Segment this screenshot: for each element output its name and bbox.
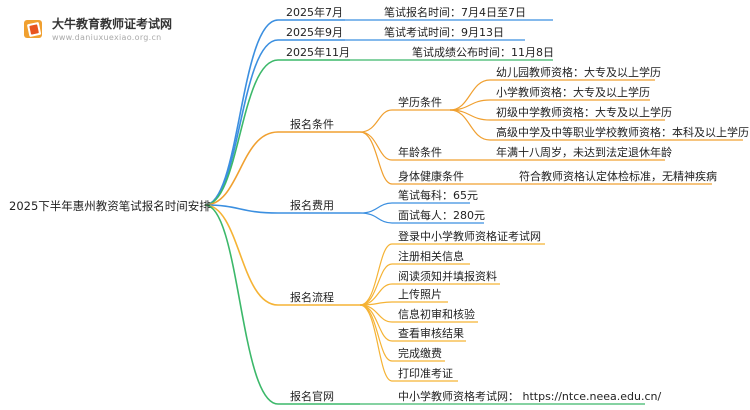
process-step-8: 打印准考证 <box>398 367 453 380</box>
education-item-1: 幼儿园教师资格：大专及以上学历 <box>496 66 661 79</box>
process-step-5: 信息初审和核验 <box>398 308 475 321</box>
health-text: 符合教师资格认定体检标准，无精神疾病 <box>519 170 717 183</box>
process-step-7: 完成缴费 <box>398 347 442 360</box>
fee-item-1: 笔试每科：65元 <box>398 189 478 202</box>
node-health: 身体健康条件 <box>398 170 464 183</box>
education-item-4: 高级中学及中等职业学校教师资格：本科及以上学历 <box>496 126 749 139</box>
education-item-2: 小学教师资格：大专及以上学历 <box>496 86 650 99</box>
education-item-3: 初级中学教师资格：大专及以上学历 <box>496 106 672 119</box>
timeline-date-2: 2025年9月 <box>286 26 343 39</box>
age-text: 年满十八周岁，未达到法定退休年龄 <box>496 146 672 159</box>
branch-fees: 报名费用 <box>290 199 334 212</box>
timeline-text-3: 笔试成绩公布时间：11月8日 <box>412 46 554 59</box>
logo-title: 大牛教育教师证考试网 <box>52 17 173 31</box>
root-node: 2025下半年惠州教资笔试报名时间安排 <box>9 199 211 213</box>
node-age: 年龄条件 <box>398 146 442 159</box>
process-step-1: 登录中小学教师资格证考试网 <box>398 230 541 243</box>
process-step-6: 查看审核结果 <box>398 327 464 340</box>
timeline-date-3: 2025年11月 <box>286 46 350 59</box>
branch-process: 报名流程 <box>290 291 334 304</box>
site-link[interactable]: 中小学教师资格考试网： https://ntce.neea.edu.cn/ <box>398 390 662 403</box>
process-step-2: 注册相关信息 <box>398 250 464 263</box>
process-step-3: 阅读须知并填报资料 <box>398 270 497 283</box>
process-step-4: 上传照片 <box>398 288 442 301</box>
timeline-date-1: 2025年7月 <box>286 6 343 19</box>
timeline-text-2: 笔试考试时间：9月13日 <box>384 26 504 39</box>
timeline-text-1: 笔试报名时间：7月4日至7日 <box>384 6 526 19</box>
logo-subtitle: www.daniuxuexiao.org.cn <box>52 33 162 42</box>
fee-item-2: 面试每人：280元 <box>398 209 485 222</box>
book-logo-icon <box>24 20 42 38</box>
node-education: 学历条件 <box>398 96 442 109</box>
branch-conditions: 报名条件 <box>290 118 334 131</box>
branch-site: 报名官网 <box>290 390 334 403</box>
